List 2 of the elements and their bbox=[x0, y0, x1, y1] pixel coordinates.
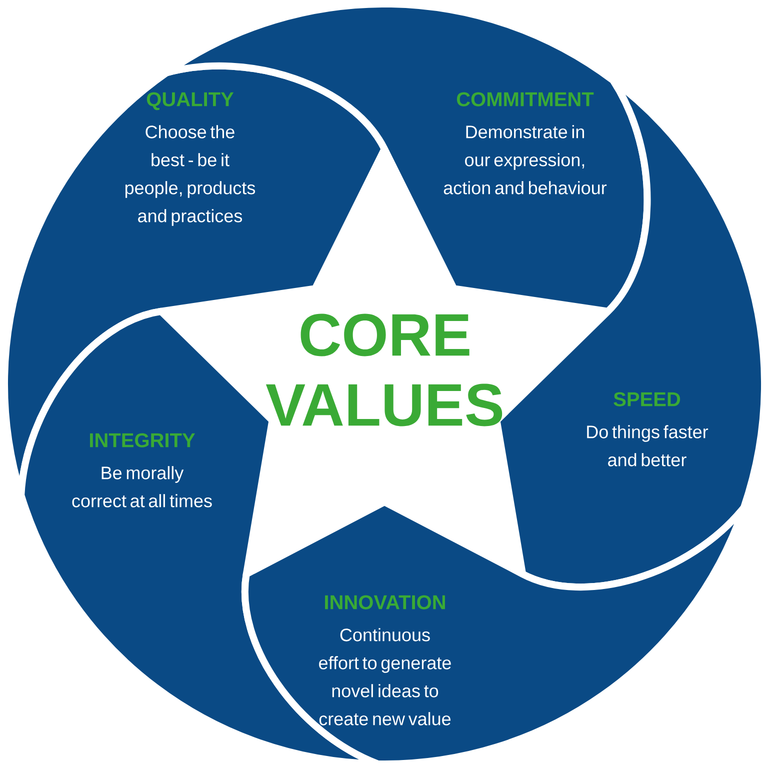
value-segment: INNOVATION Continuous effort to generate novel ideas to create new value bbox=[241, 498, 748, 768]
center-title: CORE VALUES bbox=[266, 314, 502, 426]
